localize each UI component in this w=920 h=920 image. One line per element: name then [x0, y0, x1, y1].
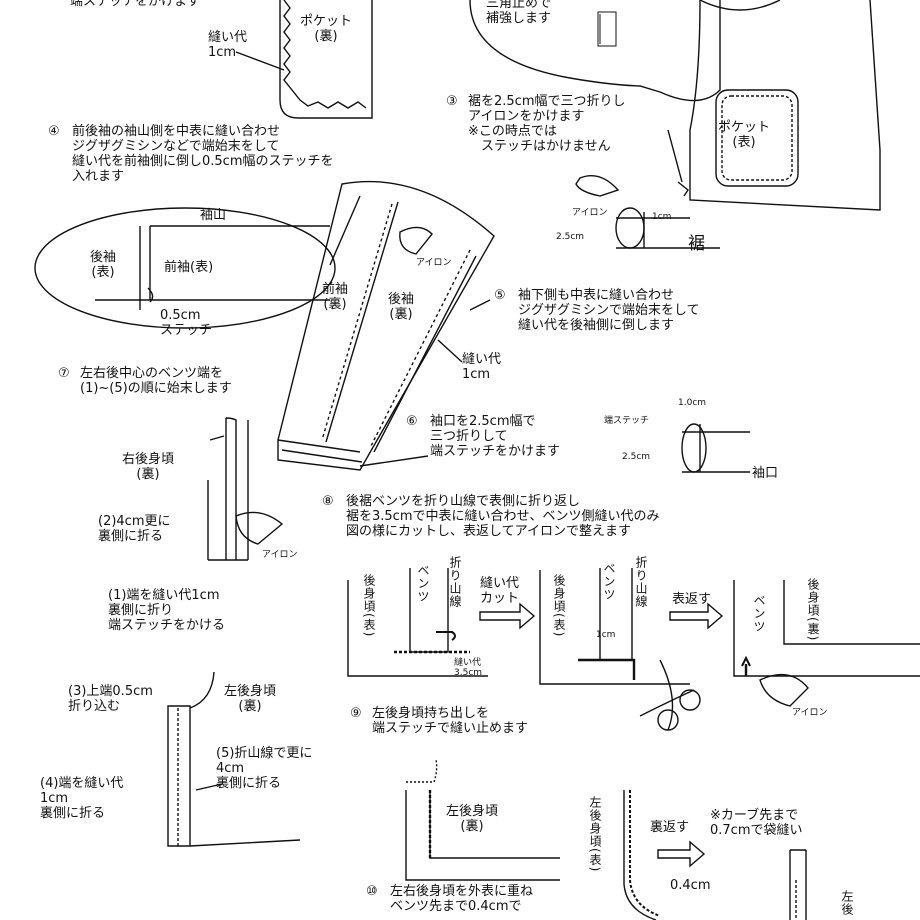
bottom-d04: 0.4cm	[670, 878, 711, 893]
seam4-label: (4)端を縫い代 1cm 裏側に折る	[40, 776, 124, 821]
step9-text: 左後身頃持ち出しを 端ステッチで縫い止めます	[372, 706, 529, 736]
vents-label: ベンツ	[416, 564, 430, 603]
step5-number: ⑤	[494, 288, 506, 303]
bottom-cut-label: 左後	[840, 890, 854, 916]
pocket-front	[715, 89, 799, 187]
reinforce-label: 三角止めで 補強します	[486, 0, 552, 26]
step8-d1: 1cm	[596, 630, 616, 640]
sodeyama-label: 袖山	[200, 208, 227, 223]
fold-line2-label: 折り山線	[634, 556, 648, 608]
turn-label: 表返す	[672, 592, 712, 607]
fold4-label: (2)4cm更に 裏側に折る	[98, 514, 171, 544]
step10-text: 左右後身頃を外表に重ね ベンツ先まで0.4cmで	[390, 884, 534, 914]
back-body2-label: 後身頃(表)	[552, 574, 566, 638]
leader-line	[235, 51, 285, 71]
fold-line-label: 折り山線	[448, 556, 462, 608]
step8-text: 後裾ベンツを折り山線で表側に折り返し 裾を3.5cmで中表に縫い合わせ、ベンツ側…	[346, 494, 660, 539]
zigzag-seam	[283, 0, 367, 109]
stitch-05-label: 0.5cm ステッチ	[160, 308, 213, 338]
front-sleeve-back-label: 前袖 (裏)	[322, 282, 349, 312]
step6-number: ⑥	[406, 414, 418, 429]
step4-text: 前後袖の袖山側を中表に縫い合わせ ジグザグミシンなどで端始末をして 縫い代を前袖…	[72, 124, 334, 184]
fold5-label: (5)折山線で更に 4cm 裏側に折る	[216, 746, 313, 791]
step6-edge: 端ステッチ	[604, 416, 650, 426]
step5-text: 袖下側も中表に縫い合わせ ジグザグミシンで端始末をして 縫い代を後袖側に倒します	[518, 288, 700, 333]
step6-d2: 2.5cm	[622, 452, 651, 462]
callout-oval	[34, 207, 336, 329]
back-body-label: 後身頃(表)	[362, 574, 376, 638]
sleeve-iron-icon	[399, 226, 433, 255]
pocket-back-label: ポケット (裏)	[300, 14, 353, 44]
back-body3-label: 後身頃(裏)	[806, 578, 820, 642]
bottom-left-back-label: 左後身頃(表)	[588, 796, 602, 873]
pocket-outline	[279, 0, 373, 119]
front-sleeve-front-label: 前袖(表)	[164, 260, 214, 275]
step8-number: ⑧	[322, 494, 334, 509]
step3-d1: 1cm	[652, 212, 672, 222]
step3-iron: アイロン	[572, 208, 608, 218]
top-left-stitch-text: 端ステッチをかけます	[70, 0, 201, 9]
right-back-label: 右後身頃 (裏)	[122, 452, 175, 482]
left-top-label: (3)上端0.5cm 折り込む	[68, 684, 153, 714]
step9-left-label: 左後身頃 (裏)	[446, 804, 499, 834]
vents3-label: ベンツ	[752, 594, 766, 633]
step7-iron: アイロン	[262, 550, 298, 560]
left-back-piece	[167, 671, 301, 847]
back-sleeve-front-label: 後袖 (表)	[90, 250, 117, 280]
sleeve-iron-label: アイロン	[416, 258, 452, 268]
seam35-label: 縫い代 3.5cm	[454, 658, 483, 678]
top-left-seam: 縫い代 1cm	[208, 30, 248, 60]
right-back-piece	[207, 417, 249, 561]
step3-d2: 2.5cm	[556, 232, 585, 242]
iron-icon-7	[235, 511, 284, 545]
step3-text: 裾を2.5cm幅で三つ折りし アイロンをかけます ※この時点では ステッチはかけ…	[468, 94, 626, 154]
pocket-front-label: ポケット (表)	[718, 120, 771, 150]
back-sleeve-back-label: 後袖 (裏)	[388, 292, 415, 322]
vents2-label: ベンツ	[602, 562, 616, 601]
cuff-label: 袖口	[752, 466, 779, 481]
edge1-label: (1)端を縫い代1cm 裏側に折り 端ステッチをかける	[108, 588, 226, 633]
step10-number: ⑩	[366, 884, 378, 899]
scissors-icon	[639, 659, 695, 731]
step7-number: ⑦	[58, 366, 70, 381]
step4-number: ④	[48, 124, 60, 139]
step3-number: ③	[446, 94, 458, 109]
seam-cut-label: 縫い代 カット	[480, 576, 520, 606]
step6-d1: 1.0cm	[678, 398, 707, 408]
sleeve-seam-label: 縫い代 1cm	[462, 352, 502, 382]
step3-hem: 裾	[688, 234, 705, 254]
bottom-note: ※カーブ先まで 0.7cmで袋縫い	[710, 808, 803, 838]
jacket-body	[689, 0, 881, 211]
step9-number: ⑨	[350, 706, 362, 721]
step6-text: 袖口を2.5cm幅で 三つ折りして 端ステッチをかけます	[430, 414, 561, 459]
bottom-turn-label: 裏返す	[650, 820, 690, 835]
left-back-title: 左後身頃 (裏)	[224, 684, 277, 714]
step8-iron: アイロン	[792, 708, 828, 718]
fold-circle	[615, 207, 645, 249]
step7-text: 左右後中心のベンツ端を (1)~(5)の順に始末します	[80, 366, 232, 396]
iron-icon	[575, 175, 620, 197]
